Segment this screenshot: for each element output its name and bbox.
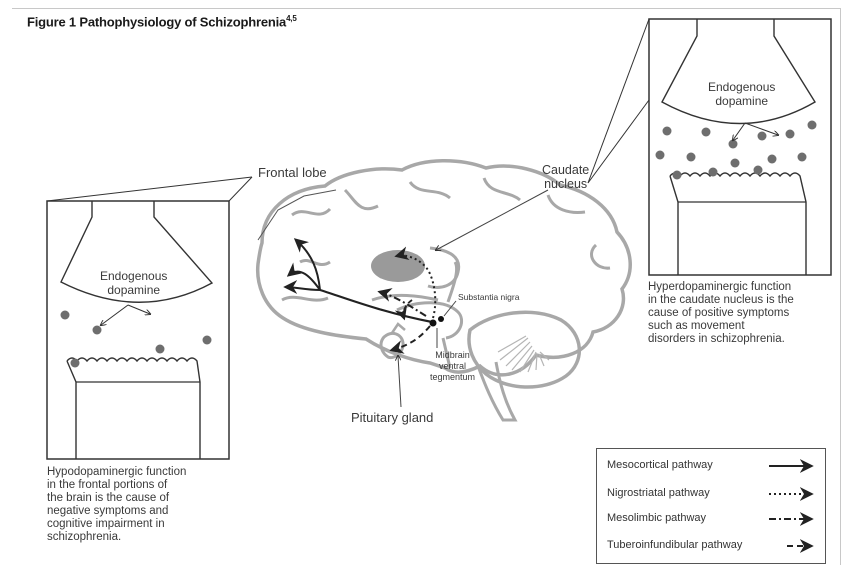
- cerebellum-arbor-vitae: [498, 336, 549, 372]
- dopamine-dot: [61, 311, 70, 320]
- right-dopamine-line1: Endogenous: [708, 80, 775, 94]
- dopamine-dot: [729, 140, 738, 149]
- brain-gyri: [282, 178, 610, 300]
- right-caption-line: Hyperdopaminergic function: [648, 281, 794, 294]
- right-dopamine-pointer: [733, 123, 745, 140]
- pathway-legend: Mesocortical pathway Nigrostriatal pathw…: [596, 448, 826, 564]
- midbrain-line3: tegmentum: [430, 372, 475, 383]
- left-caption: Hypodopaminergic function in the frontal…: [47, 466, 186, 544]
- right-postsynaptic-membrane: [670, 173, 806, 275]
- dopamine-dot: [786, 130, 795, 139]
- left-caption-line: cognitive impairment in: [47, 518, 186, 531]
- dopamine-dot-bound: [71, 359, 80, 368]
- dopamine-dot: [768, 155, 777, 164]
- right-synapse-panel: [588, 19, 831, 275]
- dopamine-dot: [702, 128, 711, 137]
- left-callout-line-a: [229, 177, 252, 201]
- caudate-label-line1: Caudate: [542, 163, 589, 177]
- left-dopamine-pointer: [101, 305, 128, 325]
- pituitary-gland-label: Pituitary gland: [351, 410, 433, 425]
- midbrain-ventral-tegmentum-label: Midbrain ventral tegmentum: [430, 350, 475, 383]
- right-callout-line-a: [588, 19, 649, 183]
- midbrain-line2: ventral: [430, 361, 475, 372]
- dopamine-dot: [663, 127, 672, 136]
- dopamine-dot: [203, 336, 212, 345]
- right-callout-line-b: [588, 100, 649, 183]
- left-dopamine-label: Endogenous dopamine: [100, 269, 167, 297]
- dopamine-dot: [93, 326, 102, 335]
- left-caption-line: in the frontal portions of: [47, 479, 186, 492]
- tuberoinfundibular-pathway: [392, 326, 430, 350]
- right-caption-line: cause of positive symptoms: [648, 307, 794, 320]
- left-caption-line: negative symptoms and: [47, 505, 186, 518]
- frontal-lobe-label: Frontal lobe: [258, 165, 327, 180]
- dopamine-dot-bound: [754, 166, 763, 175]
- right-caption: Hyperdopaminergic function in the caudat…: [648, 281, 794, 346]
- right-caption-line: disorders in schizophrenia.: [648, 333, 794, 346]
- caudate-nucleus: [371, 250, 425, 282]
- left-synapse-box: [47, 201, 229, 459]
- mesocortical-branch: [286, 287, 320, 290]
- ventral-tegmentum-point: [430, 320, 437, 327]
- cerebellum: [469, 312, 579, 387]
- left-dopamine-line2: dopamine: [100, 283, 167, 297]
- caudate-pointer: [436, 190, 548, 250]
- midbrain-line1: Midbrain: [430, 350, 475, 361]
- left-synapse-panel: [47, 177, 252, 459]
- dopamine-dot: [758, 132, 767, 141]
- right-caption-line: in the caudate nucleus is the: [648, 294, 794, 307]
- caudate-nucleus-label: Caudate nucleus: [542, 163, 589, 191]
- left-caption-line: Hypodopaminergic function: [47, 466, 186, 479]
- pituitary-pointer: [398, 356, 401, 407]
- left-callout-line-b: [47, 177, 252, 201]
- dopamine-dot-bound: [156, 345, 165, 354]
- right-synapse-box: [649, 19, 831, 275]
- dopamine-dot: [798, 153, 807, 162]
- dopamine-dot-bound: [709, 168, 718, 177]
- caudate-label-line2: nucleus: [542, 177, 589, 191]
- dopamine-dot: [656, 151, 665, 160]
- substantia-nigra-point: [438, 316, 444, 322]
- legend-swatches: [597, 449, 825, 563]
- dopamine-dot-bound: [731, 159, 740, 168]
- dopamine-dot: [808, 121, 817, 130]
- dopamine-dot: [687, 153, 696, 162]
- substantia-nigra-label: Substantia nigra: [458, 292, 519, 302]
- right-dopamine-label: Endogenous dopamine: [708, 80, 775, 108]
- right-caption-line: such as movement: [648, 320, 794, 333]
- left-dopamine-line1: Endogenous: [100, 269, 167, 283]
- right-dopamine-line2: dopamine: [708, 94, 775, 108]
- pituitary-stalk: [392, 324, 405, 333]
- left-dopamine-pointer: [128, 305, 150, 314]
- dopamine-dot-bound: [673, 171, 682, 180]
- left-caption-line: the brain is the cause of: [47, 492, 186, 505]
- left-postsynaptic-membrane: [67, 358, 200, 459]
- left-caption-line: schizophrenia.: [47, 531, 186, 544]
